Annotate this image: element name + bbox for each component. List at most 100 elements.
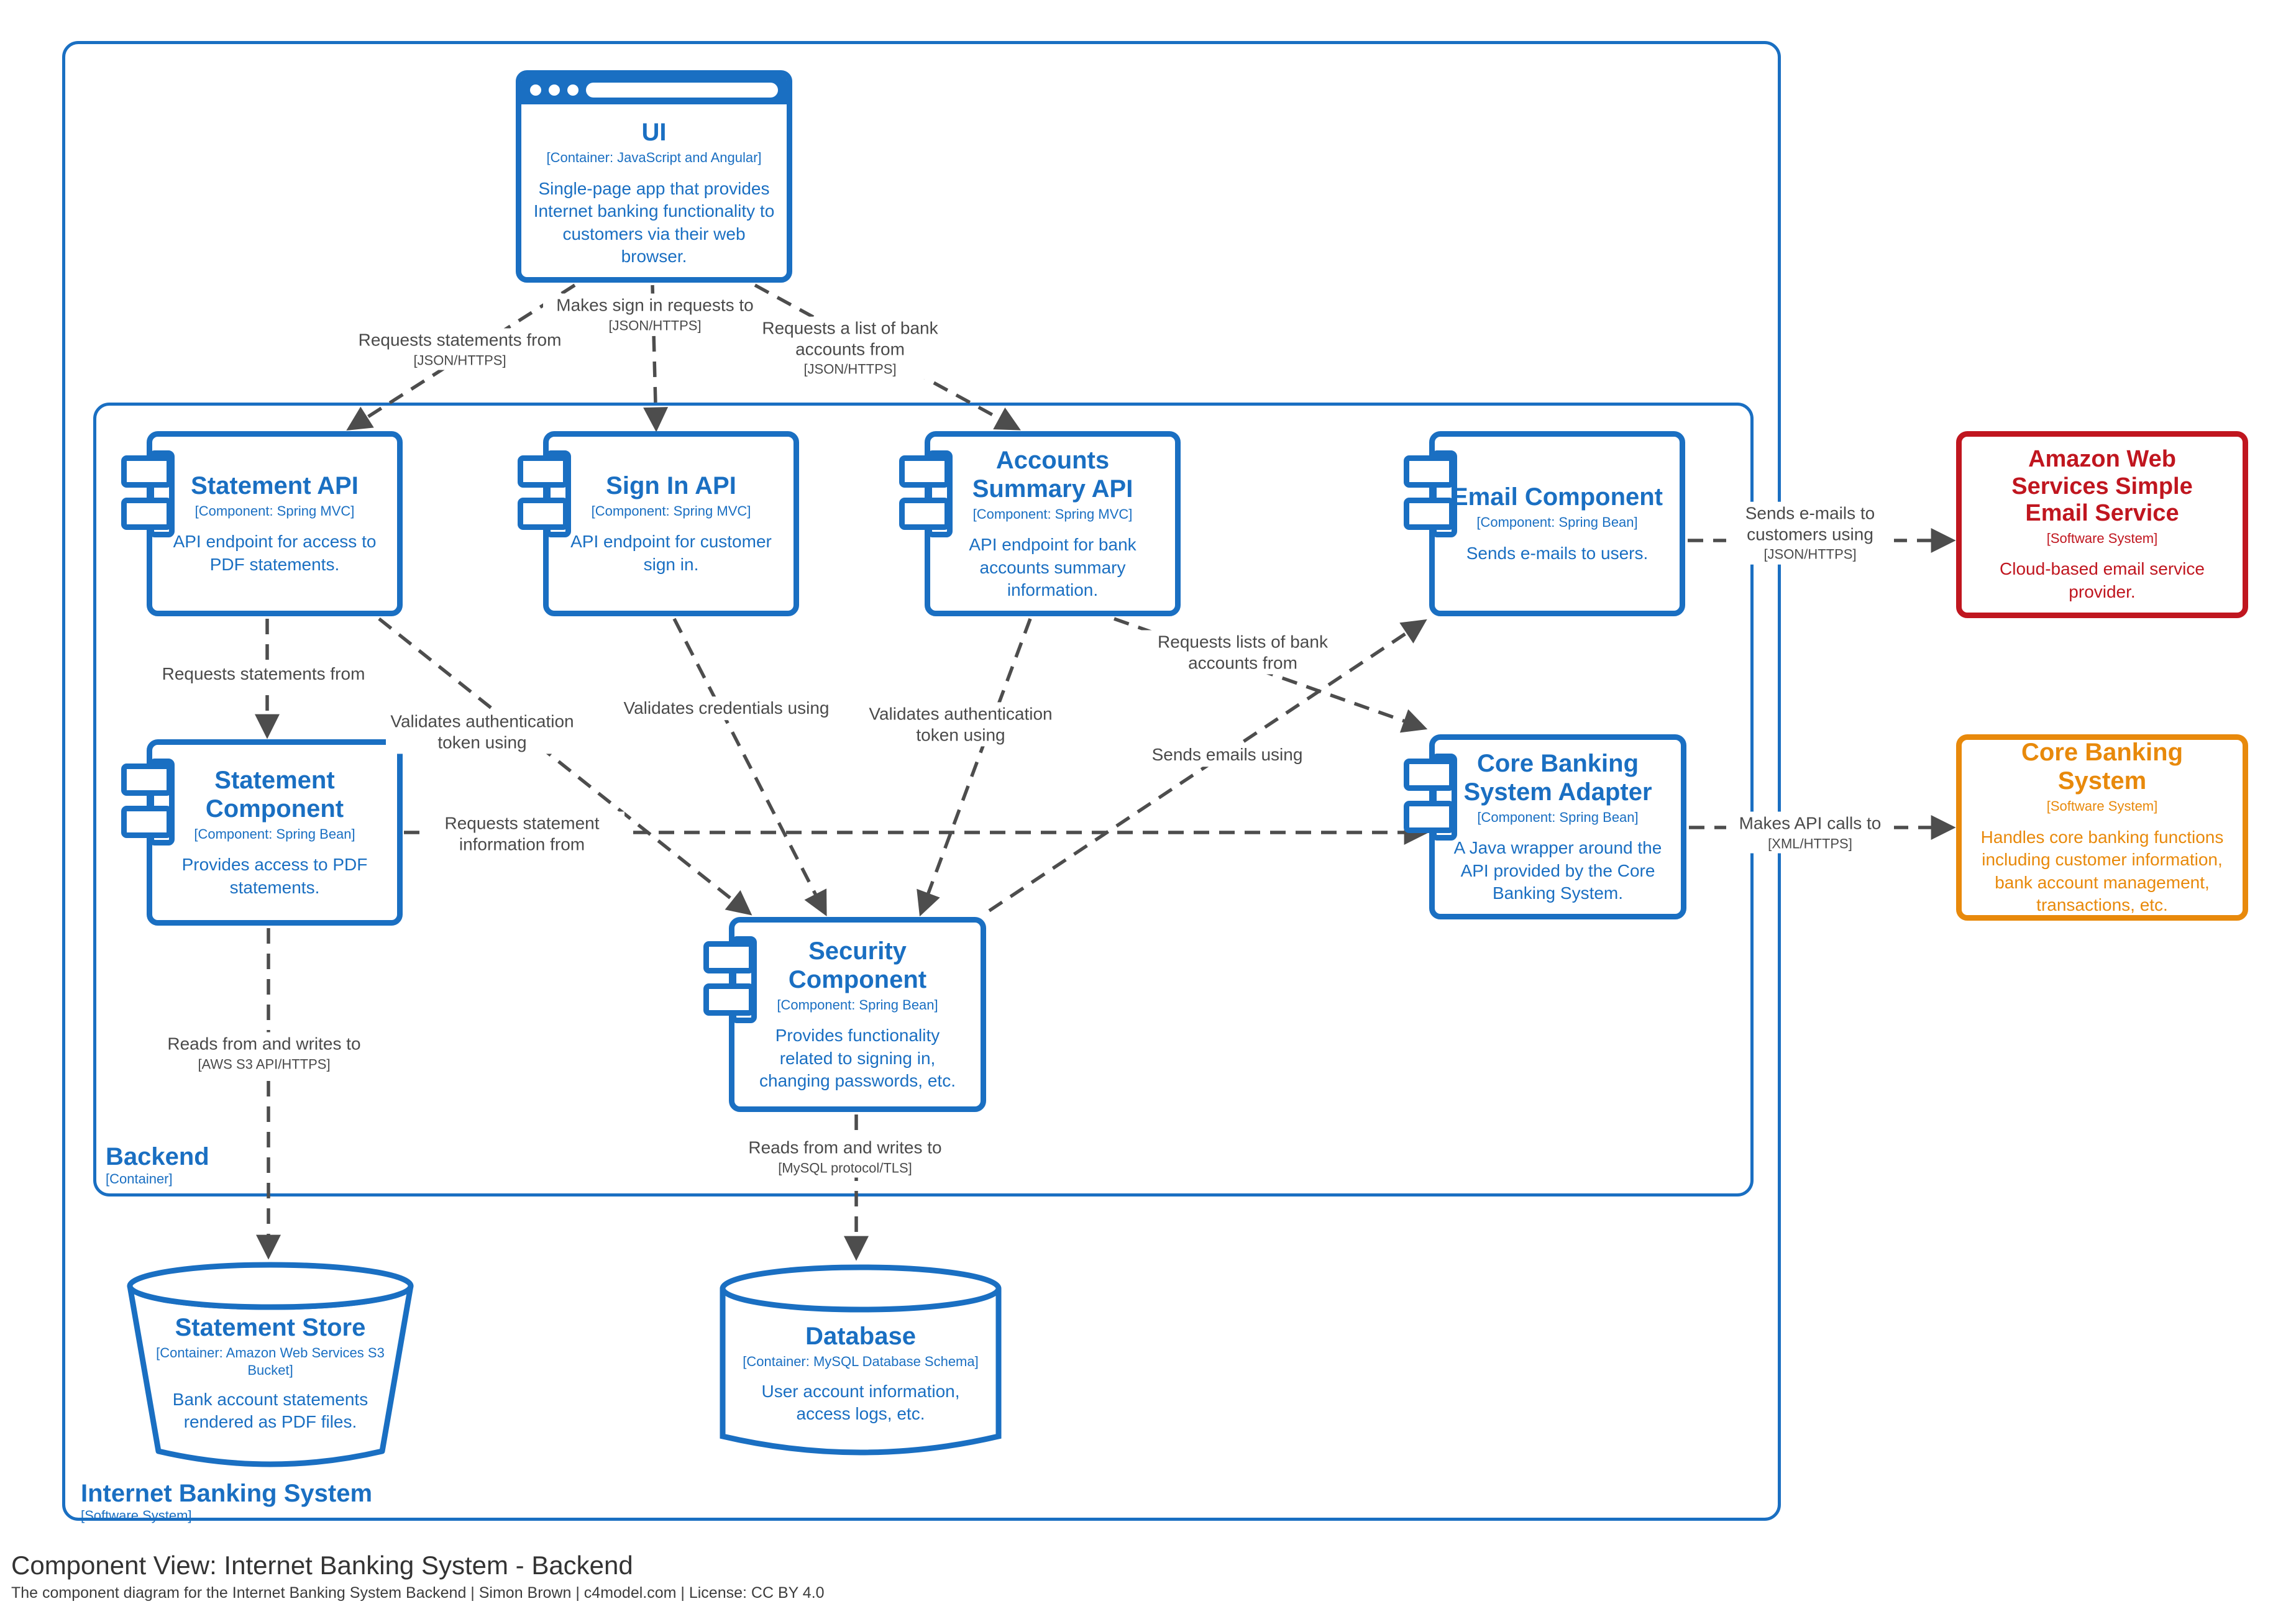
component-email[interactable]: Email Component [Component: Spring Bean]… [1404, 431, 1685, 616]
component-statement[interactable]: Statement Component [Component: Spring B… [121, 739, 403, 926]
backend-boundary-label: Backend [Container] [106, 1143, 209, 1188]
relationship-label-accounts-summary-security: Validates authentication token using [864, 702, 1057, 747]
relationship-label-statement-api-statement-component: Requests statements from [158, 662, 369, 686]
relationship-text: Requests statement information from [444, 813, 600, 854]
node-title: Amazon Web Services Simple Email Service [2011, 445, 2193, 527]
relationship-technology: [JSON/HTTPS] [608, 317, 702, 334]
relationship-technology: [JSON/HTTPS] [803, 361, 897, 377]
node-type: [Container: JavaScript and Angular] [546, 150, 762, 166]
component-statement-api[interactable]: Statement API [Component: Spring MVC] AP… [121, 431, 403, 616]
relationship-text: Reads from and writes to [167, 1034, 361, 1054]
component-icon [1404, 754, 1457, 841]
container-ui[interactable]: UI [Container: JavaScript and Angular] S… [516, 70, 792, 283]
component-icon [518, 450, 571, 537]
node-title: Core Banking System [2021, 739, 2184, 795]
browser-dot-icon [549, 84, 560, 96]
diagram-subtitle: The component diagram for the Internet B… [11, 1584, 825, 1602]
node-type: [Component: Spring MVC] [194, 503, 355, 519]
browser-dot-icon [530, 84, 541, 96]
component-accounts-summary-api[interactable]: Accounts Summary API [Component: Spring … [899, 431, 1181, 616]
browser-address-bar-icon [586, 83, 778, 98]
database-cylinder-icon [720, 1264, 1002, 1456]
node-description: Sends e-mails to users. [1466, 543, 1649, 563]
relationship-text: Validates credentials using [623, 698, 830, 718]
relationship-technology: [AWS S3 API/HTTPS] [198, 1056, 331, 1072]
relationship-label-adapter-core-banking-system: Makes API calls to [XML/HTTPS] [1726, 811, 1894, 854]
backend-boundary-name: Backend [106, 1143, 209, 1170]
software-system-aws-ses[interactable]: Amazon Web Services Simple Email Service… [1956, 431, 2248, 618]
node-description: Bank account statements rendered as PDF … [172, 1390, 368, 1432]
node-title: Core Banking System Adapter [1463, 749, 1652, 806]
node-type: [Component: Spring Bean] [777, 996, 938, 1013]
component-icon [1404, 450, 1457, 537]
node-description: API endpoint for access to PDF statement… [173, 532, 377, 574]
diagram-title: Component View: Internet Banking System … [11, 1551, 633, 1580]
node-type: [Software System] [2046, 798, 2158, 814]
relationship-text: Requests a list of bank accounts from [762, 318, 938, 359]
system-boundary-name: Internet Banking System [81, 1480, 373, 1507]
node-type: [Component: Spring MVC] [591, 503, 751, 519]
software-system-core-banking[interactable]: Core Banking System [Software System] Ha… [1956, 734, 2248, 921]
relationship-label-statement-component-adapter: Requests statement information from [419, 811, 624, 856]
node-title: Security Component [788, 937, 927, 993]
node-type: [Container: Amazon Web Services S3 Bucke… [156, 1345, 385, 1378]
relationship-text: Makes sign in requests to [556, 295, 754, 315]
relationship-text: Requests lists of bank accounts from [1158, 632, 1328, 672]
relationship-label-email-aws-ses: Sends e-mails to customers using [JSON/H… [1726, 501, 1894, 565]
node-title: Database [805, 1323, 916, 1350]
component-security[interactable]: Security Component [Component: Spring Be… [703, 917, 986, 1112]
node-type: [Component: Spring Bean] [194, 826, 355, 842]
node-title: Statement Store [175, 1314, 366, 1341]
system-boundary [62, 41, 1781, 1521]
node-type: [Component: Spring Bean] [1477, 809, 1639, 825]
component-sign-in-api[interactable]: Sign In API [Component: Spring MVC] API … [518, 431, 799, 616]
node-description: Provides access to PDF statements. [181, 855, 368, 897]
relationship-text: Sends e-mails to customers using [1745, 503, 1875, 544]
bucket-icon [127, 1262, 414, 1467]
backend-boundary-type: [Container] [106, 1171, 173, 1187]
relationship-text: Requests statements from [162, 664, 365, 684]
component-core-banking-system-adapter[interactable]: Core Banking System Adapter [Component: … [1404, 734, 1686, 919]
relationship-technology: [MySQL protocol/TLS] [778, 1160, 912, 1176]
component-icon [121, 450, 175, 537]
relationship-text: Validates authentication token using [390, 711, 574, 752]
relationship-text: Makes API calls to [1739, 813, 1882, 833]
node-title: Accounts Summary API [972, 446, 1133, 503]
relationship-text: Requests statements from [358, 330, 562, 350]
node-description: Cloud-based email service provider. [2000, 559, 2205, 601]
node-description: A Java wrapper around the API provided b… [1453, 838, 1662, 903]
node-type: [Component: Spring MVC] [972, 506, 1133, 522]
relationship-technology: [JSON/HTTPS] [413, 352, 506, 368]
component-icon [703, 936, 757, 1023]
relationship-text: Reads from and writes to [748, 1137, 942, 1157]
browser-chrome [521, 76, 787, 104]
relationship-label-ui-sign-in-api: Makes sign in requests to [JSON/HTTPS] [543, 293, 767, 335]
node-description: Single-page app that provides Internet b… [533, 178, 775, 267]
system-boundary-label: Internet Banking System [Software System… [81, 1480, 372, 1525]
relationship-label-statement-api-security: Validates authentication token using [386, 709, 579, 754]
node-description: User account information, access logs, e… [761, 1381, 960, 1423]
node-description: Handles core banking functions including… [1980, 827, 2224, 915]
relationship-label-security-email: Sends emails using [1143, 743, 1311, 767]
node-title: UI [641, 119, 667, 147]
node-type: [Container: MySQL Database Schema] [743, 1354, 979, 1369]
relationship-label-sign-in-api-security: Validates credentials using [611, 696, 841, 720]
container-database[interactable]: Database [Container: MySQL Database Sche… [718, 1262, 1004, 1467]
relationship-text: Sends emails using [1151, 745, 1303, 765]
node-title: Statement API [191, 472, 359, 499]
component-icon [121, 759, 175, 846]
relationship-text: Validates authentication token using [869, 704, 1053, 744]
node-description: Provides functionality related to signin… [759, 1026, 956, 1090]
node-title: Statement Component [205, 766, 344, 823]
relationship-technology: [XML/HTTPS] [1768, 836, 1852, 852]
node-title: Sign In API [606, 472, 736, 499]
component-icon [899, 450, 953, 537]
relationship-label-security-database: Reads from and writes to [MySQL protocol… [736, 1136, 954, 1178]
relationship-label-ui-statement-api: Requests statements from [JSON/HTTPS] [357, 328, 562, 370]
node-type: [Software System] [2046, 530, 2158, 546]
node-title: Email Component [1451, 483, 1663, 511]
container-statement-store[interactable]: Statement Store [Container: Amazon Web S… [124, 1261, 416, 1472]
browser-dot-icon [567, 84, 579, 96]
system-boundary-type: [Software System] [81, 1508, 192, 1523]
node-type: [Component: Spring Bean] [1476, 514, 1638, 531]
